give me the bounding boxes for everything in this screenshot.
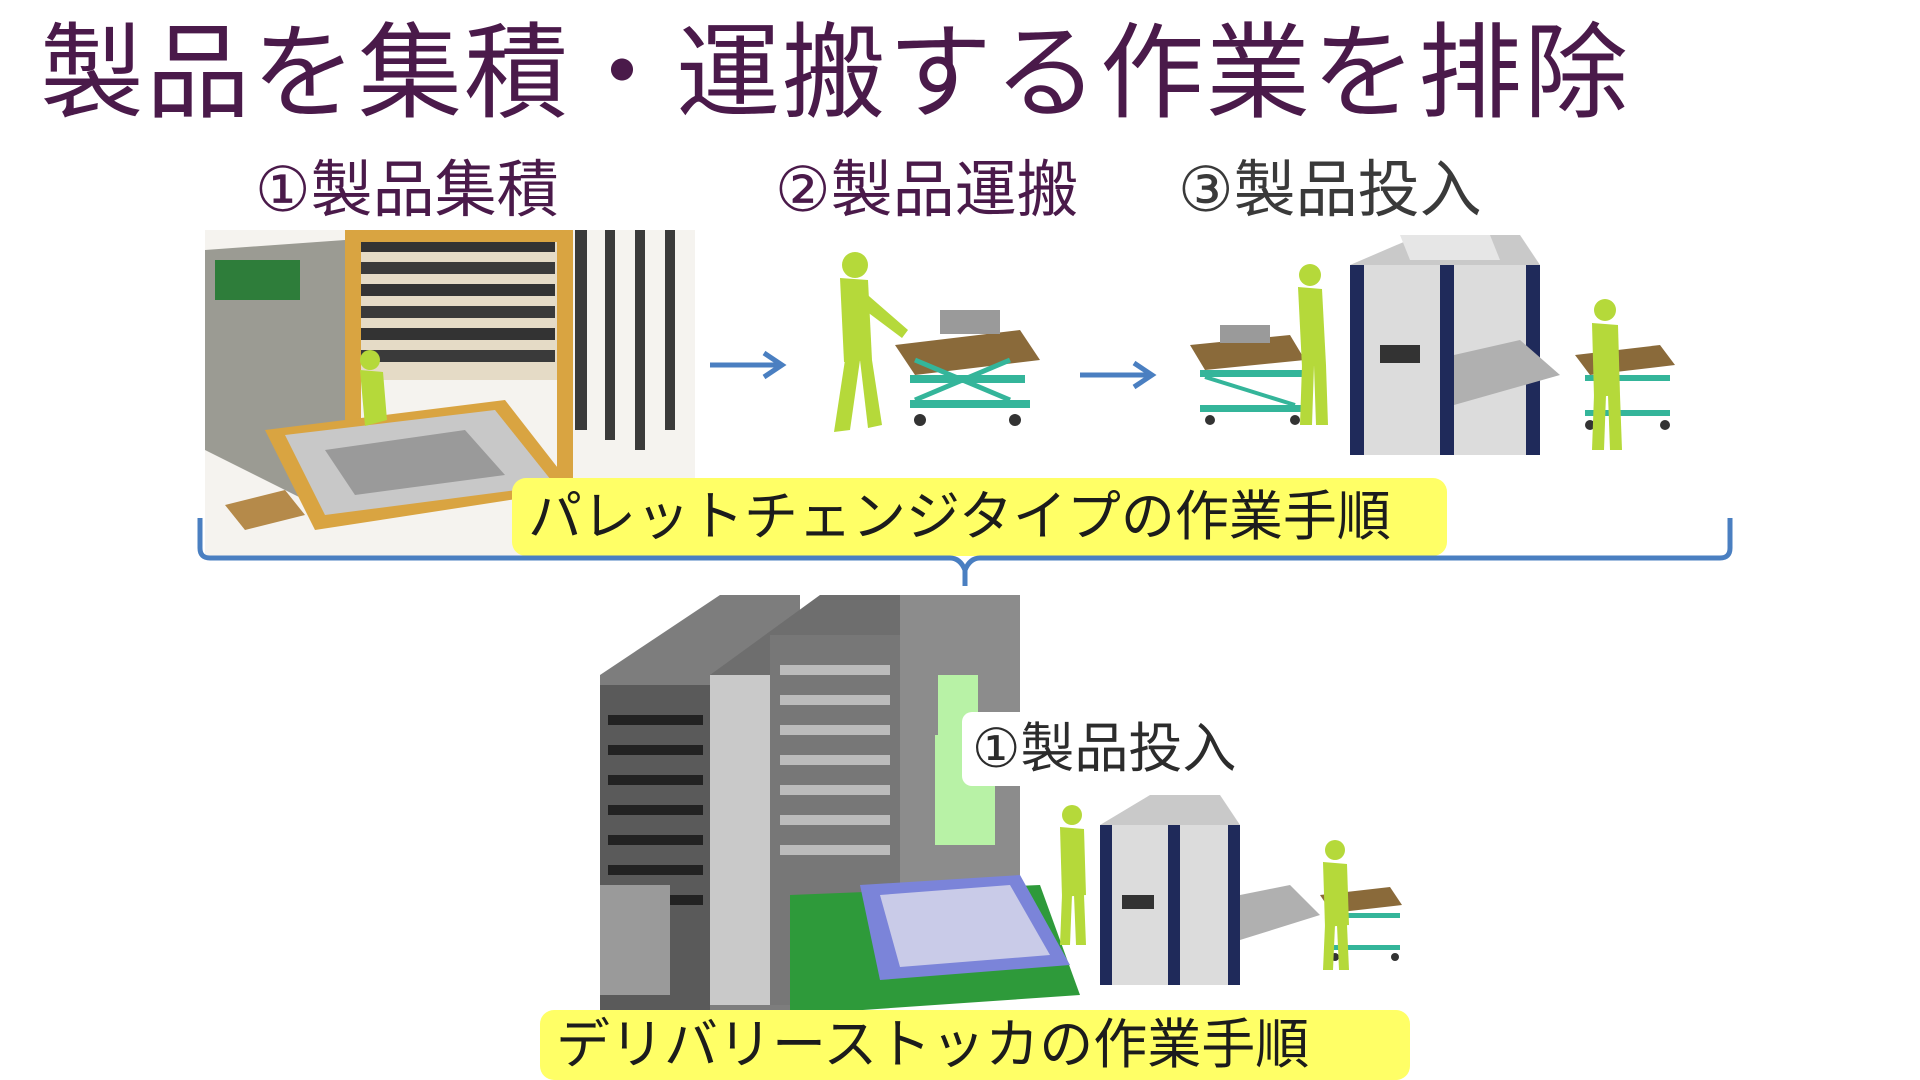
right-arrow-icon [1080, 360, 1157, 390]
feed-machine-illustration [1190, 235, 1675, 455]
cart [1575, 345, 1675, 430]
cart [895, 310, 1040, 426]
spare-pallet [225, 490, 305, 530]
step-label-collect: ①製品集積 [255, 153, 559, 226]
worker-icon [1060, 805, 1086, 945]
worker-icon [360, 350, 387, 426]
worker-icon [1592, 299, 1622, 450]
pallet-change-stocker-illustration [205, 230, 695, 560]
step-label-feed: ③製品投入 [1178, 153, 1482, 226]
step-label-transport: ②製品運搬 [775, 153, 1079, 226]
delivery-stocker-caption: デリバリーストッカの作業手順 [540, 1010, 1410, 1080]
pallet-change-caption: パレットチェンジタイプの作業手順 [512, 478, 1447, 556]
right-arrow-icon [710, 350, 787, 380]
processing-machine [1350, 235, 1560, 455]
delivery-stocker-illustration [600, 595, 1402, 1015]
delivery-step-label: ①製品投入 [962, 712, 1247, 786]
transport-illustration [834, 252, 1040, 432]
cart [1190, 325, 1305, 425]
worker-icon [1298, 264, 1328, 425]
page-title: 製品を集積・運搬する作業を排除 [40, 12, 1631, 134]
stocker-shelves [355, 240, 555, 362]
worker-icon [834, 252, 908, 432]
processing-machine [1100, 795, 1320, 985]
worker-icon [1323, 840, 1349, 970]
green-panel [215, 260, 300, 300]
bracket-icon [197, 518, 1733, 586]
